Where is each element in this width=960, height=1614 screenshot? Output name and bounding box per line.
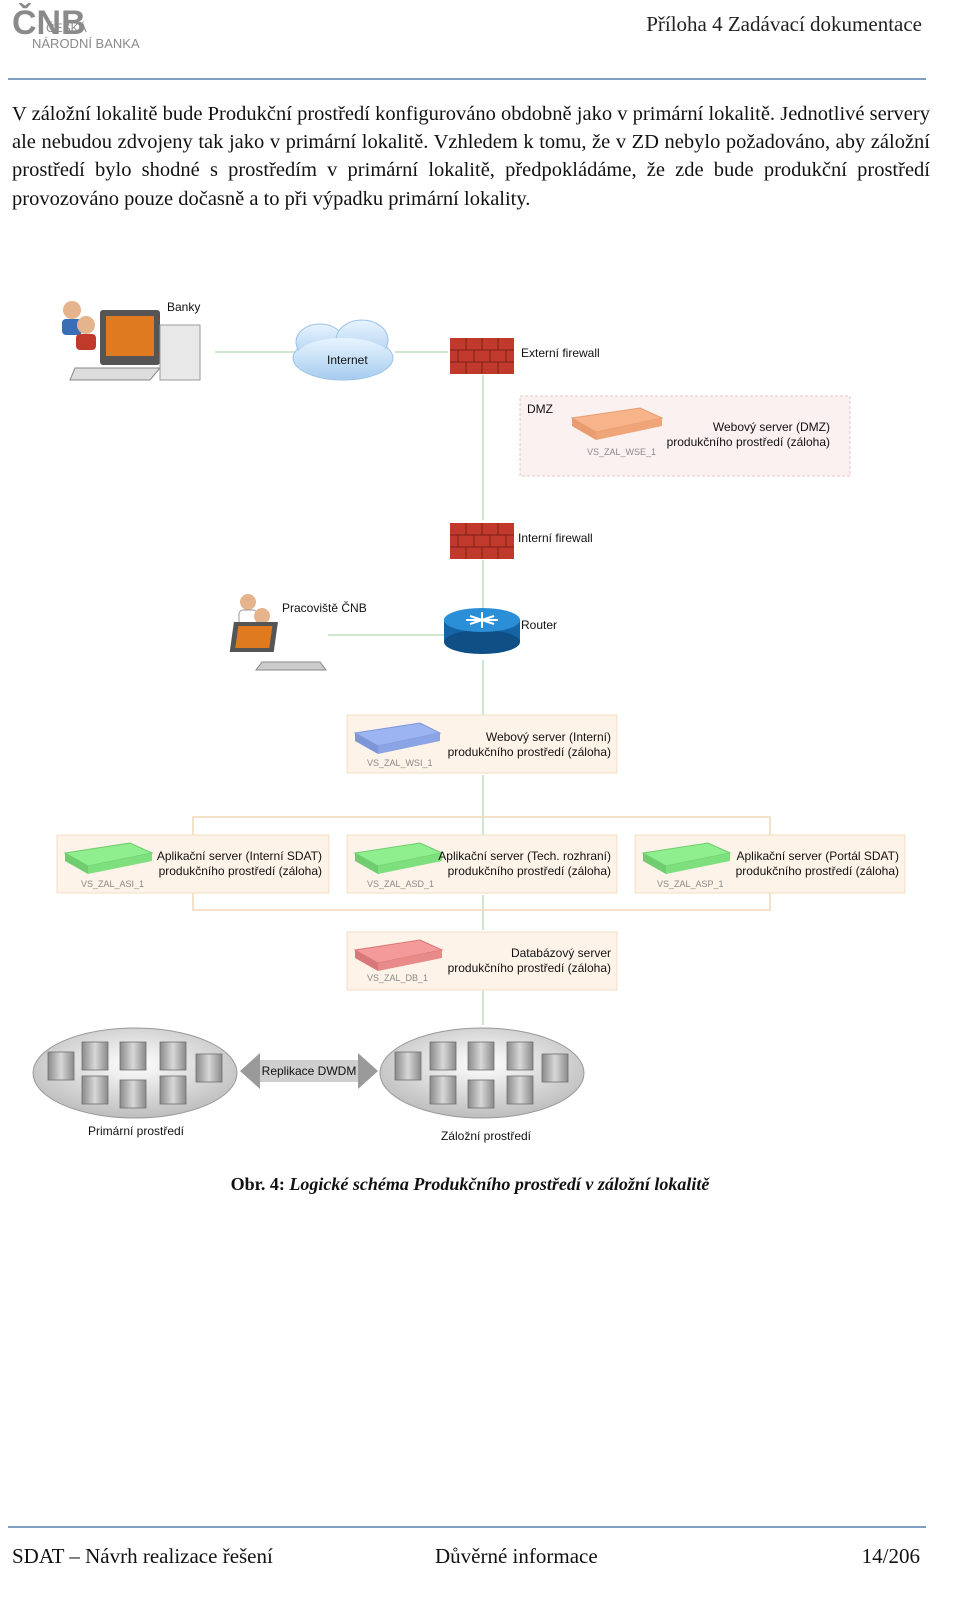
app-connector xyxy=(192,816,771,911)
asd-server-label-2: produkčního prostředí (záloha) xyxy=(448,864,611,878)
replication-label: Replikace DWDM xyxy=(262,1064,357,1078)
dmz-server-icon xyxy=(570,407,664,440)
header-title: Příloha 4 Zadávací dokumentace xyxy=(646,12,922,36)
asi-server-icon xyxy=(63,842,154,874)
caption-prefix: Obr. 4: xyxy=(230,1174,290,1194)
connection-lines xyxy=(215,351,484,1025)
asp-server-label-1: Aplikační server (Portál SDAT) xyxy=(737,849,900,863)
footer-center: Důvěrné informace xyxy=(435,1544,598,1568)
logo-line2: NÁRODNÍ BANKA xyxy=(32,36,140,51)
wsi-server-icon xyxy=(353,722,442,754)
asp-server-icon xyxy=(641,842,732,874)
db-server-id: VS_ZAL_DB_1 xyxy=(367,973,428,983)
asd-server-icon xyxy=(353,842,444,874)
wsi-server-id: VS_ZAL_WSI_1 xyxy=(367,758,433,768)
db-server-label-1: Databázový server xyxy=(511,946,611,960)
router-label: Router xyxy=(521,618,557,632)
dmz-server-id: VS_ZAL_WSE_1 xyxy=(587,447,656,457)
router-icon xyxy=(444,608,520,654)
dmz-server-label-1: Webový server (DMZ) xyxy=(713,420,830,434)
caption-text: Logické schéma Produkčního prostředí v z… xyxy=(289,1174,710,1194)
footer-divider xyxy=(8,1526,926,1528)
logo-line1: ČESKÁ xyxy=(46,20,87,35)
dmz-zone xyxy=(519,395,851,477)
figure-caption: Obr. 4: Logické schéma Produkčního prost… xyxy=(0,1174,940,1195)
dmz-server-label-2: produkčního prostředí (záloha) xyxy=(667,435,830,449)
wsi-server-label-2: produkčního prostředí (záloha) xyxy=(448,745,611,759)
cnb-logo: ČNB ČESKÁ NÁRODNÍ BANKA xyxy=(12,3,140,51)
logo-mark: ČNB xyxy=(12,3,86,42)
wsi-server-label-1: Webový server (Interní) xyxy=(486,730,611,744)
asi-server-label-2: produkčního prostředí (záloha) xyxy=(159,864,322,878)
external-firewall-label: Externí firewall xyxy=(521,346,600,360)
pracoviste-label: Pracoviště ČNB xyxy=(282,600,367,615)
internal-firewall-label: Interní firewall xyxy=(518,531,593,545)
banks-workstation-icon xyxy=(62,301,201,381)
footer-left: SDAT – Návrh realizace řešení xyxy=(12,1544,273,1568)
external-firewall-icon xyxy=(450,338,514,374)
cnb-workstation-icon xyxy=(229,594,327,671)
body-paragraph: V záložní lokalitě bude Produkční prostř… xyxy=(12,103,930,210)
internet-cloud-icon xyxy=(292,319,394,381)
db-server-label-2: produkčního prostředí (záloha) xyxy=(448,961,611,975)
network-diagram: Banky Internet Externí firewall DMZ VS_Z… xyxy=(32,300,906,1143)
backup-env-label: Záložní prostředí xyxy=(441,1129,532,1143)
banky-label: Banky xyxy=(167,300,200,314)
primary-env-label: Primární prostředí xyxy=(88,1124,185,1138)
internal-firewall-icon xyxy=(450,523,514,559)
footer-page-number: 14/206 xyxy=(861,1544,920,1568)
primary-storage-icon xyxy=(32,1027,238,1119)
replication-arrow-icon xyxy=(240,1053,378,1089)
db-server-icon xyxy=(353,939,444,971)
asp-server-label-2: produkčního prostředí (záloha) xyxy=(736,864,899,878)
asi-server-id: VS_ZAL_ASI_1 xyxy=(81,879,144,889)
dmz-label: DMZ xyxy=(527,402,553,416)
asd-server-label-1: Aplikační server (Tech. rozhraní) xyxy=(438,849,611,863)
asd-server-id: VS_ZAL_ASD_1 xyxy=(367,879,434,889)
header-divider xyxy=(8,78,926,80)
asi-server-label-1: Aplikační server (Interní SDAT) xyxy=(157,849,322,863)
internet-label: Internet xyxy=(327,353,368,367)
asp-server-id: VS_ZAL_ASP_1 xyxy=(657,879,724,889)
backup-storage-icon xyxy=(379,1027,585,1119)
